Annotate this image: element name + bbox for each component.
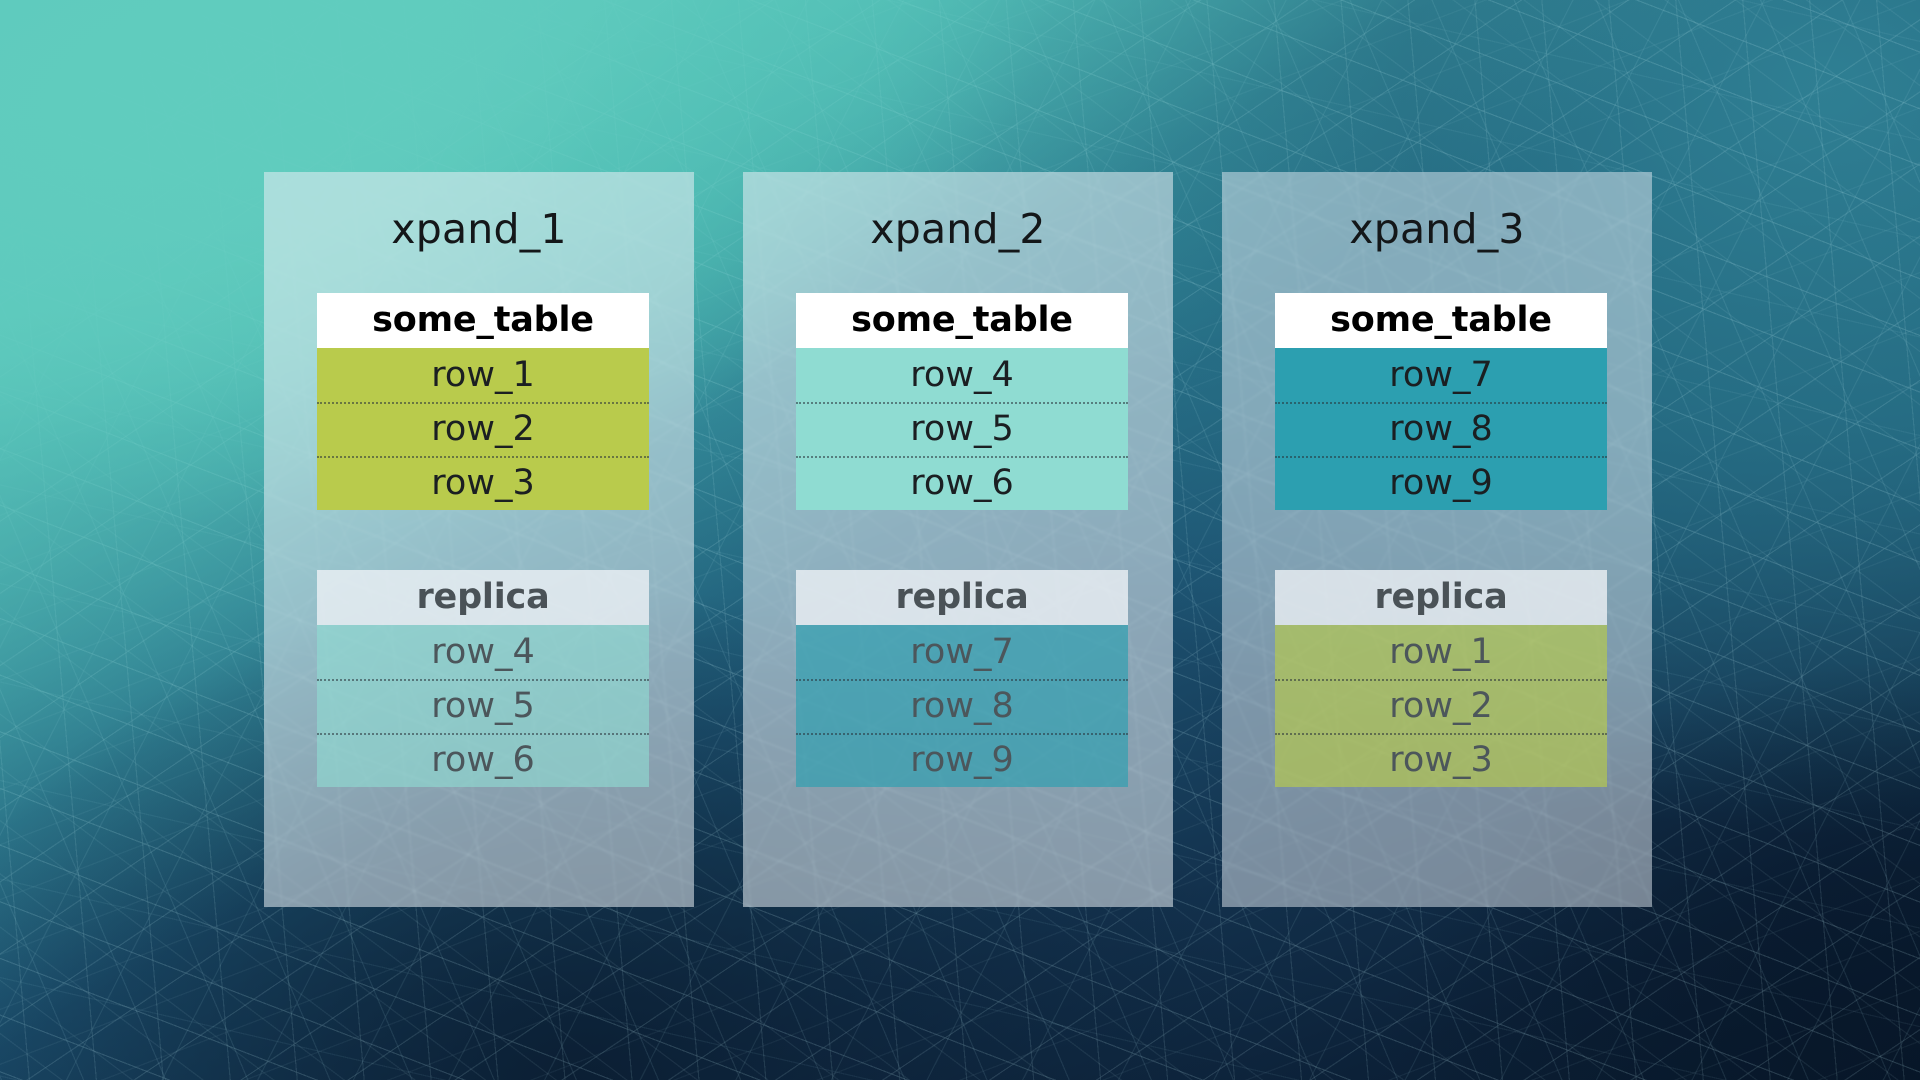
replica-table-xpand-3: replica row_1 row_2 row_3 xyxy=(1275,570,1607,787)
table-row: row_5 xyxy=(317,679,649,733)
replica-table-header: replica xyxy=(1275,570,1607,625)
primary-table-header: some_table xyxy=(1275,293,1607,348)
node-title: xpand_3 xyxy=(1349,205,1525,253)
node-title: xpand_2 xyxy=(870,205,1046,253)
table-row: row_2 xyxy=(1275,679,1607,733)
primary-table-rows: row_4 row_5 row_6 xyxy=(796,348,1128,510)
table-row: row_8 xyxy=(1275,402,1607,456)
replica-table-rows: row_4 row_5 row_6 xyxy=(317,625,649,787)
table-row: row_2 xyxy=(317,402,649,456)
replica-table-header: replica xyxy=(796,570,1128,625)
table-row: row_7 xyxy=(796,625,1128,679)
node-card-xpand-1: xpand_1 some_table row_1 row_2 row_3 rep… xyxy=(264,172,694,907)
table-row: row_3 xyxy=(317,456,649,510)
node-card-xpand-2: xpand_2 some_table row_4 row_5 row_6 rep… xyxy=(743,172,1173,907)
table-row: row_6 xyxy=(317,733,649,787)
table-row: row_6 xyxy=(796,456,1128,510)
replica-table-xpand-1: replica row_4 row_5 row_6 xyxy=(317,570,649,787)
primary-table-xpand-2: some_table row_4 row_5 row_6 xyxy=(796,293,1128,510)
node-card-xpand-3: xpand_3 some_table row_7 row_8 row_9 rep… xyxy=(1222,172,1652,907)
primary-table-header: some_table xyxy=(317,293,649,348)
table-row: row_9 xyxy=(796,733,1128,787)
primary-table-rows: row_1 row_2 row_3 xyxy=(317,348,649,510)
primary-table-xpand-1: some_table row_1 row_2 row_3 xyxy=(317,293,649,510)
node-title: xpand_1 xyxy=(391,205,567,253)
primary-table-header: some_table xyxy=(796,293,1128,348)
primary-table-xpand-3: some_table row_7 row_8 row_9 xyxy=(1275,293,1607,510)
primary-table-rows: row_7 row_8 row_9 xyxy=(1275,348,1607,510)
table-row: row_4 xyxy=(317,625,649,679)
table-row: row_1 xyxy=(1275,625,1607,679)
table-row: row_5 xyxy=(796,402,1128,456)
table-row: row_9 xyxy=(1275,456,1607,510)
replica-table-header: replica xyxy=(317,570,649,625)
table-row: row_1 xyxy=(317,348,649,402)
table-row: row_7 xyxy=(1275,348,1607,402)
table-row: row_8 xyxy=(796,679,1128,733)
replica-table-rows: row_1 row_2 row_3 xyxy=(1275,625,1607,787)
replica-table-xpand-2: replica row_7 row_8 row_9 xyxy=(796,570,1128,787)
replica-table-rows: row_7 row_8 row_9 xyxy=(796,625,1128,787)
table-row: row_4 xyxy=(796,348,1128,402)
table-row: row_3 xyxy=(1275,733,1607,787)
